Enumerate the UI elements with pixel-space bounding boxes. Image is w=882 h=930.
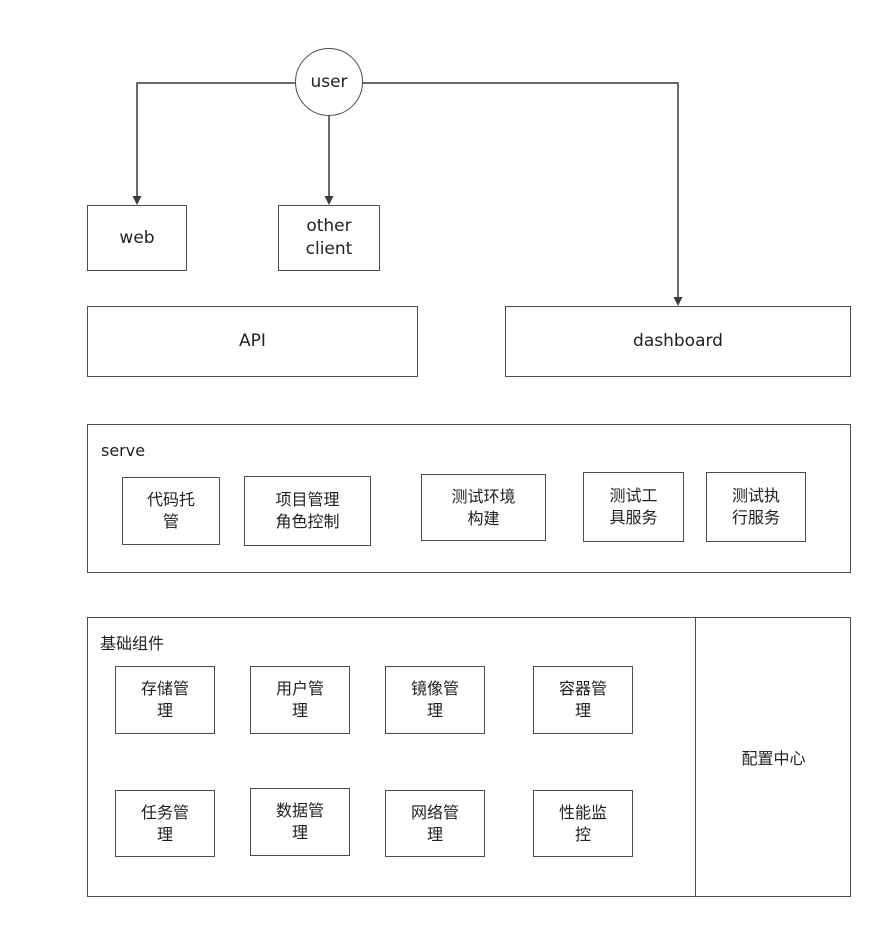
foundation-group-title: 基础组件	[100, 634, 165, 653]
foundation-item-user-mgmt: 用户管 理	[250, 666, 350, 734]
config-center-cell: 配置中心	[695, 617, 851, 897]
foundation-item-image-mgmt: 镜像管 理	[385, 666, 485, 734]
user-label: user	[310, 72, 348, 92]
foundation-item-storage-mgmt: 存储管 理	[115, 666, 215, 734]
serve-item-project-role-mgmt: 项目管理 角色控制	[244, 476, 371, 546]
serve-item-test-exec-service: 测试执 行服务	[706, 472, 806, 542]
foundation-item-perf-monitor: 性能监 控	[533, 790, 633, 857]
foundation-item-network-mgmt: 网络管 理	[385, 790, 485, 857]
edge-user-to-web	[132, 82, 296, 205]
serve-item-test-tool-service: 测试工 具服务	[583, 472, 684, 542]
user-node: user	[295, 48, 363, 116]
foundation-item-data-mgmt: 数据管 理	[250, 788, 350, 856]
serve-item-test-env-build: 测试环境 构建	[421, 474, 546, 541]
serve-group-title: serve	[101, 441, 146, 460]
serve-item-code-hosting: 代码托 管	[122, 477, 220, 545]
config-center-label: 配置中心	[741, 749, 806, 768]
web-node: web	[87, 205, 187, 271]
api-node: API	[87, 306, 418, 377]
foundation-item-task-mgmt: 任务管 理	[115, 790, 215, 857]
edge-user-to-dashboard	[363, 82, 683, 306]
other-client-node: other client	[278, 205, 380, 271]
dashboard-node: dashboard	[505, 306, 851, 377]
foundation-item-container-mgmt: 容器管 理	[533, 666, 633, 734]
